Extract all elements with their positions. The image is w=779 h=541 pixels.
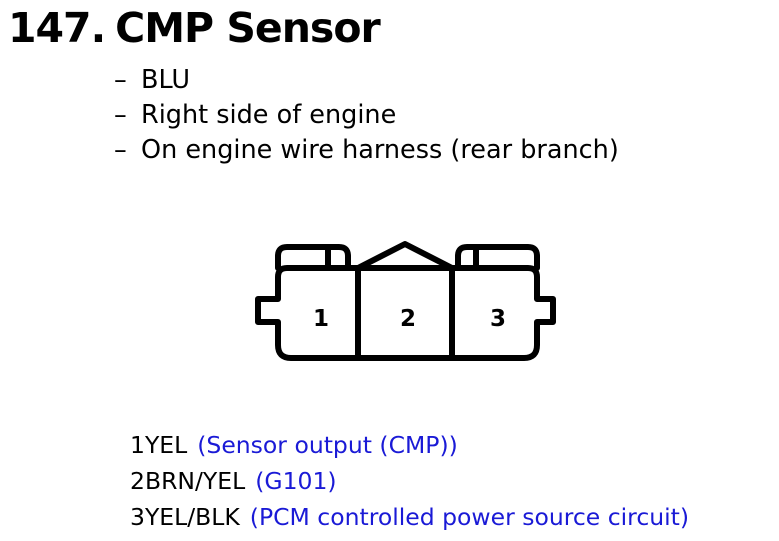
dash-marker: – xyxy=(114,135,127,165)
detail-harness: –On engine wire harness (rear branch) xyxy=(114,133,619,168)
connector-outline xyxy=(255,265,556,361)
detail-color-text: BLU xyxy=(141,65,191,95)
detail-location: –Right side of engine xyxy=(114,98,619,133)
connector-face-diagram: 1 2 3 xyxy=(255,241,556,361)
dash-marker: – xyxy=(114,65,127,95)
dash-marker: – xyxy=(114,100,127,130)
pinout-row-3: 3YEL/BLK (PCM controlled power source cir… xyxy=(130,499,689,535)
pin-number: 3 xyxy=(130,503,145,531)
pinout-row-2: 2BRN/YEL (G101) xyxy=(130,463,689,499)
center-key-peak xyxy=(355,241,455,271)
detail-harness-text: On engine wire harness (rear branch) xyxy=(141,135,619,165)
pin-description: (Sensor output (CMP)) xyxy=(197,431,458,459)
detail-color: –BLU xyxy=(114,63,619,98)
wire-color: YEL xyxy=(144,431,188,459)
wire-color: YEL/BLK xyxy=(144,503,240,531)
detail-location-text: Right side of engine xyxy=(141,100,397,130)
pin-label-3: 3 xyxy=(490,306,506,332)
pinout-row-1: 1YEL (Sensor output (CMP)) xyxy=(130,427,689,463)
right-latch-tab xyxy=(455,244,540,271)
pin-label-2: 2 xyxy=(400,306,416,332)
pin-description: (G101) xyxy=(255,467,337,495)
page-title: 147.CMP Sensor xyxy=(8,2,381,54)
left-latch-tab xyxy=(275,244,351,271)
title-number: 147. xyxy=(8,4,106,52)
pin-number: 1 xyxy=(130,431,145,459)
pin-description: (PCM controlled power source circuit) xyxy=(249,503,690,531)
title-text: CMP Sensor xyxy=(115,4,381,52)
wire-color: BRN/YEL xyxy=(144,467,246,495)
pin-label-1: 1 xyxy=(313,306,329,332)
connector-details-list: –BLU –Right side of engine –On engine wi… xyxy=(114,63,619,168)
pinout-list: 1YEL (Sensor output (CMP)) 2BRN/YEL (G101)… xyxy=(130,427,689,535)
pin-number: 2 xyxy=(130,467,145,495)
